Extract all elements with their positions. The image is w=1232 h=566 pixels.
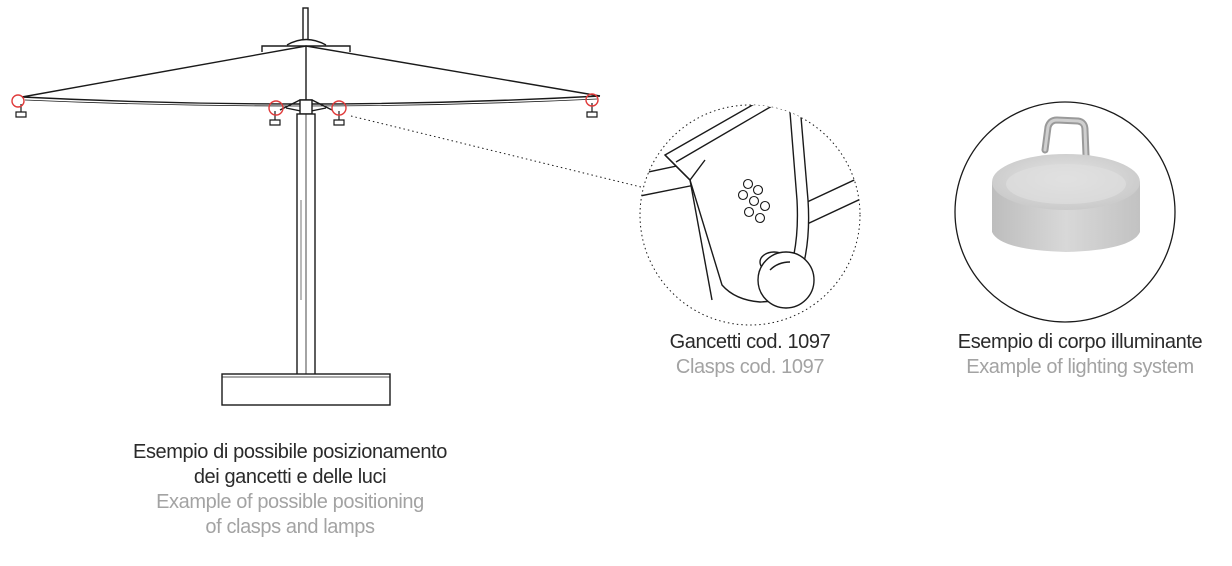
- clasps-caption-it: Gancetti cod. 1097: [669, 331, 831, 353]
- clasps-caption-en: Clasps cod. 1097: [675, 356, 825, 378]
- lighting-caption-it: Esempio di corpo illuminante: [957, 331, 1203, 353]
- umbrella-caption-it-line1: Esempio di possibile posizionamento: [133, 441, 447, 463]
- lighting-caption: Esempio di corpo illuminante Example of …: [928, 330, 1232, 380]
- lighting-caption-en: Example of lighting system: [966, 356, 1194, 378]
- clasp-detail: [639, 104, 861, 326]
- lamp-photo: [954, 101, 1176, 323]
- umbrella-caption-en-line2: of clasps and lamps: [205, 516, 375, 538]
- umbrella-caption-en-line1: Example of possible positioning: [156, 491, 424, 513]
- clasp-highlight-markers: [11, 93, 599, 116]
- detail-leader-line: [350, 115, 646, 189]
- umbrella-caption: Esempio di possibile posizionamento dei …: [60, 440, 520, 540]
- clasps-caption: Gancetti cod. 1097 Clasps cod. 1097: [630, 330, 870, 380]
- umbrella-caption-it-line2: dei gancetti e delle luci: [193, 466, 387, 488]
- umbrella-drawing: [21, 7, 601, 406]
- umbrella-lamps: [15, 103, 598, 126]
